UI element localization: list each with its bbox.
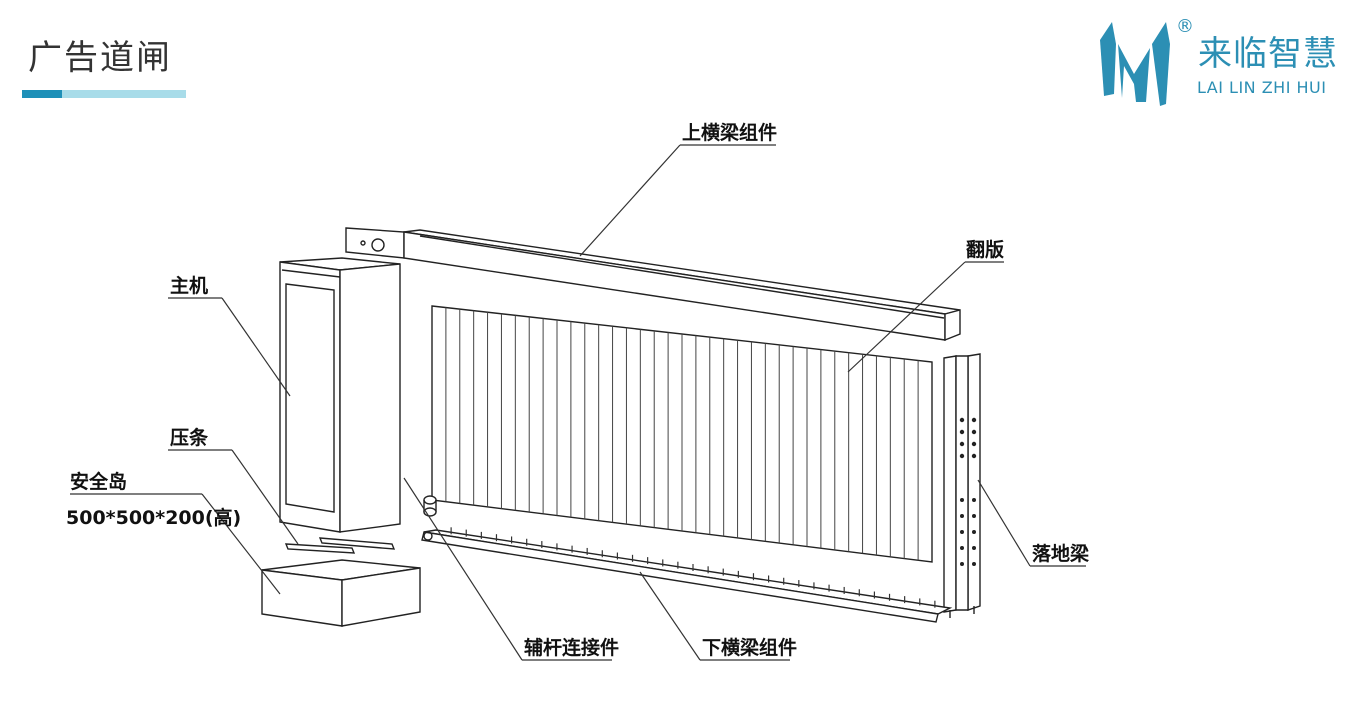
aux-rod-connector xyxy=(423,495,437,517)
title-underline xyxy=(22,90,186,98)
brand-name-cn: 来临智慧 xyxy=(1198,34,1338,74)
label-safety-island-size: 500*500*200(高) xyxy=(66,506,241,529)
label-press-strip: 压条 xyxy=(170,426,209,449)
title-underline-light xyxy=(62,90,186,98)
main-unit-cabinet xyxy=(279,257,401,533)
press-strips xyxy=(284,537,396,554)
label-lower-beam: 下横梁组件 xyxy=(702,636,797,659)
flip-panel xyxy=(431,305,933,563)
safety-island xyxy=(261,559,421,627)
label-safety-island: 安全岛 xyxy=(70,470,127,493)
lower-beam xyxy=(421,527,953,623)
label-floor-beam: 落地梁 xyxy=(1032,542,1090,565)
upper-beam xyxy=(345,227,961,342)
brand-logo-mark xyxy=(1100,22,1170,106)
label-upper-beam: 上横梁组件 xyxy=(682,121,777,144)
title-underline-accent xyxy=(22,90,62,98)
brand-name-en: LAI LIN ZHI HUI xyxy=(1197,78,1327,97)
label-flip-panel: 翻版 xyxy=(966,238,1004,261)
floor-beam xyxy=(943,353,981,618)
label-main-unit: 主机 xyxy=(170,275,208,297)
registered-mark: ® xyxy=(1176,16,1194,37)
page-title: 广告道闸 xyxy=(28,38,172,78)
label-aux-rod-connector: 辅杆连接件 xyxy=(524,636,619,659)
